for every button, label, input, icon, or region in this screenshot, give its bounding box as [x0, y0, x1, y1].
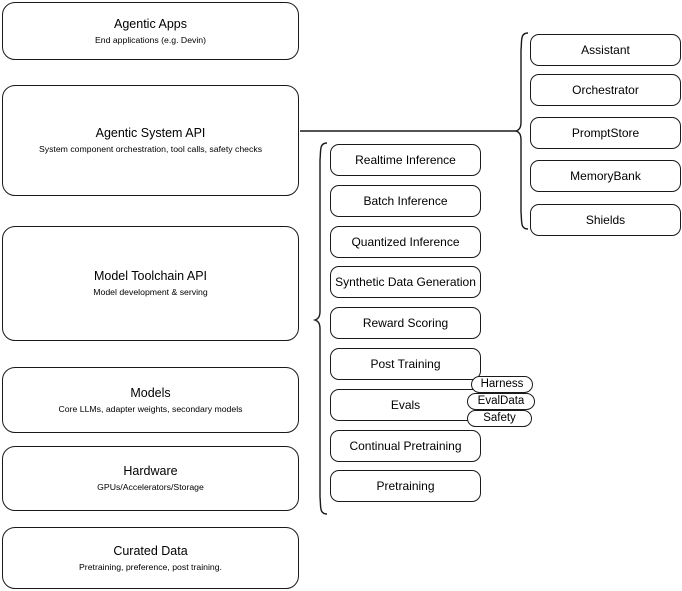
system-item-promptstore[interactable]: PromptStore: [530, 117, 681, 149]
item-label: PromptStore: [571, 126, 640, 140]
layer-curated-data[interactable]: Curated Data Pretraining, preference, po…: [2, 527, 299, 589]
item-label: Post Training: [370, 357, 441, 371]
layer-agentic-system-api[interactable]: Agentic System API System component orch…: [2, 85, 299, 196]
layer-title: Curated Data: [113, 543, 188, 558]
toolchain-item-post-training[interactable]: Post Training: [330, 348, 481, 380]
evals-pill-harness[interactable]: Harness: [471, 376, 533, 393]
evals-pill-safety[interactable]: Safety: [467, 410, 532, 427]
layer-title: Agentic System API: [95, 126, 206, 140]
layer-subtitle: System component orchestration, tool cal…: [38, 144, 263, 154]
item-label: Synthetic Data Generation: [335, 275, 476, 289]
layer-subtitle: GPUs/Accelerators/Storage: [97, 482, 204, 492]
system-item-assistant[interactable]: Assistant: [530, 34, 681, 66]
layer-title: Hardware: [123, 464, 178, 478]
item-label: Reward Scoring: [362, 316, 449, 330]
system-item-shields[interactable]: Shields: [530, 204, 681, 236]
layer-title: Models: [130, 385, 171, 400]
brace-toolchain-components: [312, 142, 328, 515]
item-label: Pretraining: [376, 479, 435, 493]
brace-system-components: [513, 32, 529, 230]
item-label: Quantized Inference: [351, 235, 460, 249]
layer-model-toolchain-api[interactable]: Model Toolchain API Model development & …: [2, 226, 299, 341]
layer-subtitle: Pretraining, preference, post training.: [79, 561, 222, 572]
system-item-orchestrator[interactable]: Orchestrator: [530, 74, 681, 106]
layer-subtitle: Model development & serving: [93, 287, 208, 297]
item-label: Realtime Inference: [355, 153, 456, 167]
item-label: Evals: [390, 398, 421, 412]
layer-subtitle: Core LLMs, adapter weights, secondary mo…: [58, 403, 243, 414]
toolchain-item-pretraining[interactable]: Pretraining: [330, 470, 481, 502]
item-label: MemoryBank: [570, 169, 641, 183]
layer-agentic-apps[interactable]: Agentic Apps End applications (e.g. Devi…: [2, 2, 299, 60]
layer-title: Model Toolchain API: [93, 269, 208, 283]
item-label: Continual Pretraining: [349, 439, 462, 453]
item-label: Assistant: [581, 43, 630, 57]
toolchain-item-batch-inference[interactable]: Batch Inference: [330, 185, 481, 217]
layer-hardware[interactable]: Hardware GPUs/Accelerators/Storage: [2, 446, 299, 511]
toolchain-item-quantized-inference[interactable]: Quantized Inference: [330, 226, 481, 258]
item-label: Shields: [585, 213, 626, 227]
evals-pill-evaldata[interactable]: EvalData: [467, 393, 535, 410]
toolchain-item-continual-pretraining[interactable]: Continual Pretraining: [330, 430, 481, 462]
item-label: Orchestrator: [572, 83, 639, 97]
toolchain-item-reward-scoring[interactable]: Reward Scoring: [330, 307, 481, 339]
layer-title: Agentic Apps: [114, 16, 187, 31]
layer-subtitle: End applications (e.g. Devin): [94, 34, 207, 45]
toolchain-item-synthetic-data-generation[interactable]: Synthetic Data Generation: [330, 266, 481, 298]
system-item-memorybank[interactable]: MemoryBank: [530, 160, 681, 192]
item-label: Batch Inference: [363, 194, 448, 208]
toolchain-item-evals[interactable]: Evals: [330, 389, 481, 421]
toolchain-item-realtime-inference[interactable]: Realtime Inference: [330, 144, 481, 176]
layer-models[interactable]: Models Core LLMs, adapter weights, secon…: [2, 367, 299, 433]
